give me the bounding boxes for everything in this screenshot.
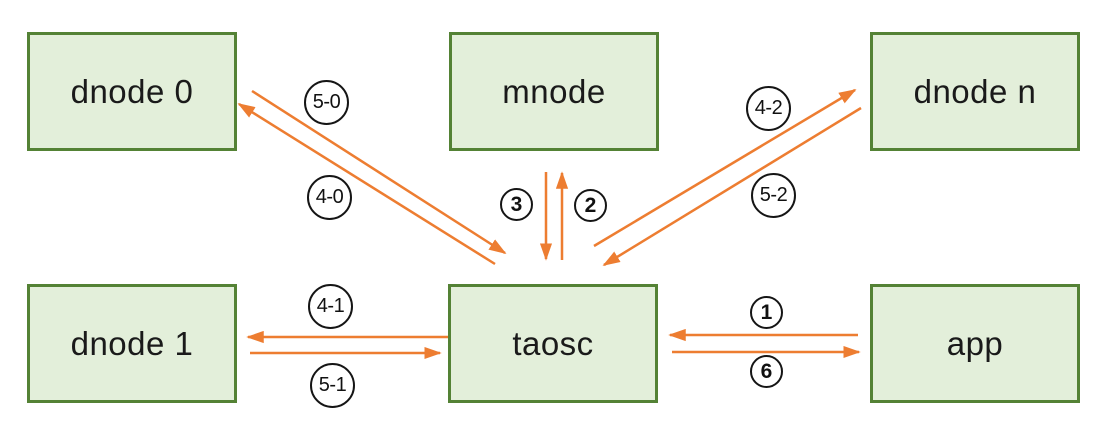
edge-label-5-0: 5-0 bbox=[304, 80, 349, 125]
edge-label-4-1: 4-1 bbox=[308, 284, 353, 329]
edge-label-2: 2 bbox=[574, 189, 607, 222]
node-app-label: app bbox=[946, 324, 1004, 362]
arrow-5-2-dnoden-to-taosc bbox=[602, 106, 862, 267]
edge-label-4-0: 4-0 bbox=[307, 175, 352, 220]
node-dnode-1-label: dnode 1 bbox=[70, 324, 194, 362]
edge-label-5-2: 5-2 bbox=[751, 173, 796, 218]
node-mnode: mnode bbox=[449, 32, 659, 151]
node-taosc-label: taosc bbox=[512, 324, 594, 362]
arrow-5-0-dnode0-to-taosc bbox=[251, 89, 507, 255]
node-dnode-1: dnode 1 bbox=[27, 284, 237, 403]
node-mnode-label: mnode bbox=[502, 72, 606, 110]
arrow-4-0-taosc-to-dnode0 bbox=[237, 102, 496, 266]
node-taosc: taosc bbox=[448, 284, 658, 403]
node-dnode-n: dnode n bbox=[870, 32, 1080, 151]
edge-label-6: 6 bbox=[750, 355, 783, 388]
node-app: app bbox=[870, 284, 1080, 403]
edge-label-3: 3 bbox=[500, 188, 533, 221]
edge-label-1: 1 bbox=[750, 296, 783, 329]
node-dnode-0: dnode 0 bbox=[27, 32, 237, 151]
edge-label-4-2: 4-2 bbox=[746, 86, 791, 131]
node-dnode-0-label: dnode 0 bbox=[70, 72, 194, 110]
arrow-4-2-taosc-to-dnoden bbox=[593, 88, 857, 248]
node-dnode-n-label: dnode n bbox=[913, 72, 1037, 110]
edge-label-5-1: 5-1 bbox=[310, 363, 355, 408]
